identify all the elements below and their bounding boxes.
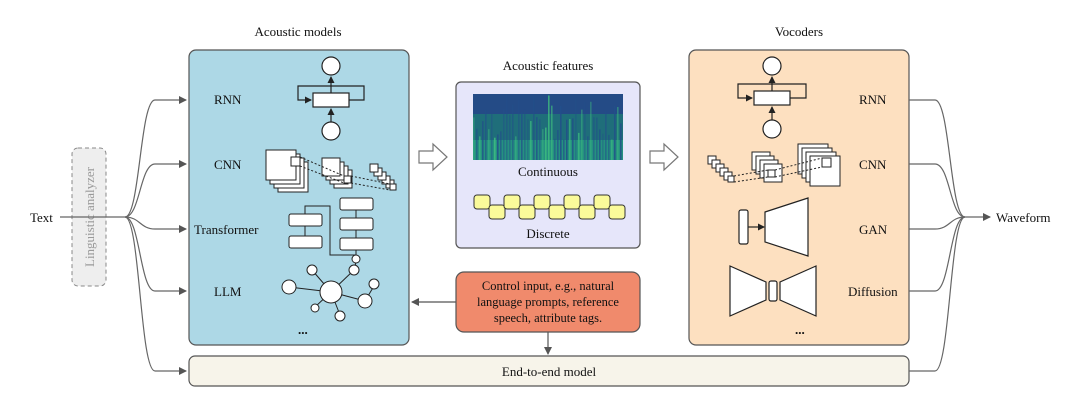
spectrogram-streak: [596, 117, 598, 160]
vocoder-item-cnn: CNN: [859, 157, 887, 172]
spectrogram-streak: [617, 107, 619, 160]
spectrogram-streak: [590, 101, 592, 160]
spectrogram-streak: [560, 106, 562, 160]
spectrogram-streak: [566, 119, 568, 160]
diffusion-icon: [729, 265, 817, 317]
input-fanout-lines: [60, 96, 187, 375]
discrete-token: [518, 204, 536, 220]
discrete-tokens: [473, 194, 626, 220]
spectrogram-streak: [494, 137, 496, 160]
end-to-end-label: End-to-end model: [502, 364, 597, 379]
continuous-label: Continuous: [518, 164, 578, 179]
spectrogram-streak: [539, 119, 541, 160]
acoustic-item-llm: LLM: [214, 284, 242, 299]
spectrogram-streak: [611, 139, 613, 160]
llm-graph-icon: [281, 254, 380, 322]
spectrogram-streak: [602, 133, 604, 160]
spectrogram-streak: [593, 117, 595, 160]
spectrogram-streak: [578, 132, 580, 160]
vocoder-item-diffusion: Diffusion: [848, 284, 898, 299]
discrete-token: [503, 194, 521, 210]
spectrogram-streak: [620, 123, 622, 160]
spectrogram-streak: [533, 96, 535, 160]
spectrogram-streak: [497, 134, 499, 160]
control-input-line-1: Control input, e.g., natural: [482, 279, 615, 293]
vocoder-item-gan: GAN: [859, 222, 888, 237]
discrete-token: [473, 194, 491, 210]
vocoder-more: ...: [795, 322, 805, 337]
vocoders-title: Vocoders: [775, 24, 823, 39]
spectrogram-streak: [503, 109, 505, 160]
spectrogram-streak: [515, 136, 517, 160]
rnn-icon: [737, 56, 807, 139]
cnn-icon: [707, 143, 841, 187]
spectrogram-streak: [599, 129, 601, 160]
discrete-token: [533, 194, 551, 210]
acoustic-item-transformer: Transformer: [194, 222, 259, 237]
control-input-line-3: speech, attribute tags.: [494, 311, 602, 325]
spectrogram-streak: [608, 134, 610, 160]
control-input-line-2: language prompts, reference: [477, 295, 619, 309]
spectrogram-streak: [491, 114, 493, 160]
spectrogram-streak: [536, 117, 538, 160]
waveform-icon: [1010, 174, 1042, 200]
spectrogram-streak: [551, 105, 553, 160]
spectrogram-streak: [479, 136, 481, 160]
spectrogram-streak: [476, 128, 478, 160]
discrete-token: [608, 204, 626, 220]
spectrogram-streak: [509, 114, 511, 160]
spectrogram-streak: [545, 127, 547, 160]
spectrogram-streak: [563, 139, 565, 160]
spectrogram-streak: [542, 129, 544, 160]
transformer-icon: [288, 197, 374, 256]
spectrogram-streak: [587, 136, 589, 160]
spectrogram-streak: [581, 109, 583, 160]
spectrogram-streak: [554, 138, 556, 160]
acoustic-features-title: Acoustic features: [503, 58, 594, 73]
spectrogram-streak: [614, 106, 616, 160]
spectrogram-streak: [521, 112, 523, 160]
spectrogram-streak: [569, 119, 571, 160]
cnn-icon: [265, 149, 397, 193]
spectrogram-streak: [512, 104, 514, 160]
spectrogram: [473, 94, 623, 160]
arrow-hollow-right-icon: [418, 142, 448, 172]
discrete-token: [488, 204, 506, 220]
discrete-token: [578, 204, 596, 220]
vocoder-item-rnn: RNN: [859, 92, 887, 107]
acoustic-item-rnn: RNN: [214, 92, 242, 107]
acoustic-models-title: Acoustic models: [254, 24, 341, 39]
spectrogram-streak: [530, 121, 532, 160]
spectrogram-streak: [557, 130, 559, 160]
spectrogram-streak: [584, 101, 586, 160]
spectrogram-streak: [548, 95, 550, 160]
spectrogram-streak: [527, 119, 529, 160]
output-fanin-lines: [909, 99, 991, 372]
input-text-label: Text: [30, 210, 53, 225]
gan-icon: [738, 197, 809, 257]
discrete-token: [548, 204, 566, 220]
spectrogram-streak: [524, 109, 526, 160]
spectrogram-streak: [473, 117, 475, 160]
spectrogram-streak: [605, 111, 607, 160]
acoustic-more: ...: [298, 322, 308, 337]
spectrogram-streak: [575, 98, 577, 160]
discrete-token: [593, 194, 611, 210]
spectrogram-streak: [482, 121, 484, 160]
output-waveform-label: Waveform: [996, 210, 1051, 225]
discrete-label: Discrete: [526, 226, 570, 241]
rnn-icon: [297, 56, 365, 141]
spectrogram-streak: [488, 129, 490, 160]
discrete-token: [563, 194, 581, 210]
spectrogram-streak: [518, 99, 520, 160]
spectrogram-streak: [506, 94, 508, 160]
spectrogram-streak: [500, 131, 502, 160]
vocoders-box: [688, 49, 910, 346]
acoustic-item-cnn: CNN: [214, 157, 242, 172]
spectrogram-streak: [485, 109, 487, 160]
arrow-hollow-right-icon: [649, 142, 679, 172]
spectrogram-streak: [572, 118, 574, 160]
